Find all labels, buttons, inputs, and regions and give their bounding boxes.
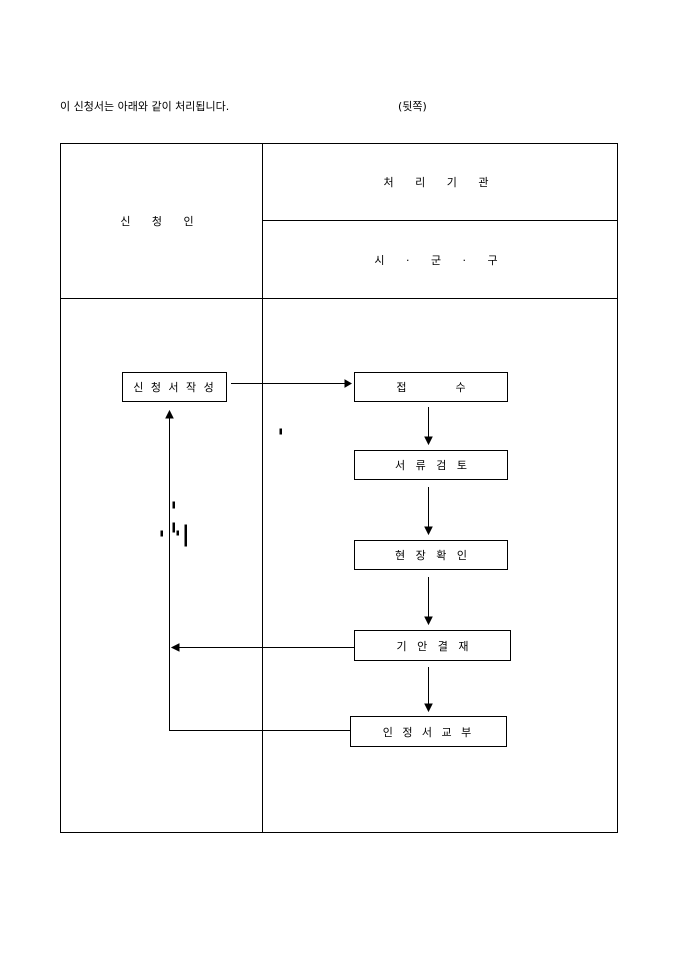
processing-agency-header: 처 리 기 관 [383,176,498,189]
processing-agency-sub: 시 · 군 · 구 [374,253,507,267]
step-approve: 기 안 결 재 [354,630,511,661]
intro-text: 이 신청서는 아래와 같이 처리됩니다. [60,100,230,113]
step-review: 서 류 검 토 [354,450,508,480]
step-inspect: 현 장 확 인 [354,540,508,570]
table-border [60,143,618,833]
step-receive: 접 수 [354,372,508,402]
step-apply: 신 청 서 작 성 [122,372,227,402]
applicant-header: 신 청 인 [120,215,203,228]
page-side-note: (뒷쪽) [398,100,427,113]
step-issue: 인 정 서 교 부 [350,716,507,747]
arrow-issue-to-apply [169,418,350,731]
